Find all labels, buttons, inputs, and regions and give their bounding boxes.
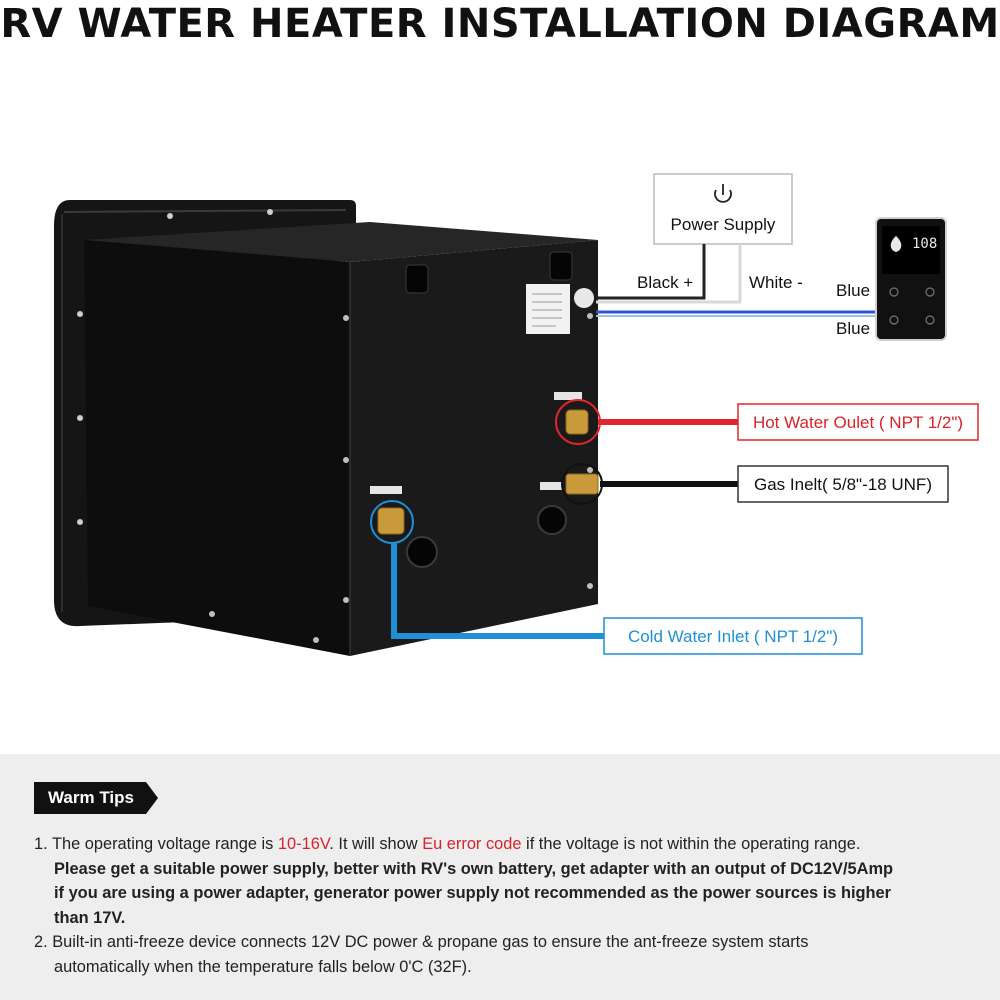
tip-1-line-3: if you are using a power adapter, genera… — [54, 884, 892, 902]
control-panel: 108 — [875, 217, 947, 341]
power-supply-label: Power Supply — [671, 215, 776, 234]
warm-tips-header: Warm Tips — [48, 788, 134, 807]
gas-fitting — [565, 473, 599, 495]
installation-diagram: Power Supply Black + White - Blue Blue 1… — [54, 173, 979, 656]
error-code: Eu error code — [422, 835, 522, 853]
heater-body — [84, 222, 598, 656]
hot-water-label: Hot Water Oulet ( NPT 1/2") — [753, 413, 963, 432]
gas-label: Gas Inelt( 5/8"-18 UNF) — [754, 475, 932, 494]
white-wire-label: White - — [749, 273, 803, 292]
white-wire — [596, 244, 742, 304]
tip-1-line-2: Please get a suitable power supply, bett… — [54, 859, 894, 878]
gas-inlet: Gas Inelt( 5/8"-18 UNF) — [561, 463, 949, 505]
temperature-readout: 108 — [912, 236, 937, 252]
voltage-range: 10-16V — [277, 835, 330, 853]
minus-button-icon[interactable] — [925, 315, 935, 325]
blue-wire-label-bottom: Blue — [836, 319, 870, 338]
cold-water-inlet: Cold Water Inlet ( NPT 1/2") — [370, 500, 863, 655]
black-wire — [596, 244, 706, 300]
warm-tips-panel — [0, 754, 1000, 1000]
hot-water-fitting — [565, 409, 589, 435]
hot-water-outlet: Hot Water Oulet ( NPT 1/2") — [555, 399, 979, 445]
power-icon — [714, 184, 732, 203]
black-wire-label: Black + — [637, 273, 693, 292]
page-title: RV WATER HEATER INSTALLATION DIAGRAM — [0, 1, 1000, 47]
power-wiring: Power Supply Black + White - Blue Blue — [596, 173, 878, 338]
mode-button-icon[interactable] — [889, 287, 899, 297]
tip-2-first-line: 2. Built-in anti-freeze device connects … — [34, 933, 809, 951]
tip-1-line-4: than 17V. — [54, 908, 126, 927]
blue-wire-label-top: Blue — [836, 281, 870, 300]
cold-water-label: Cold Water Inlet ( NPT 1/2") — [628, 627, 838, 646]
tip-2-line-2: automatically when the temperature falls… — [54, 957, 472, 976]
tip-1-first-line: 1. The operating voltage range is 10-16V… — [34, 835, 861, 853]
cold-water-fitting — [377, 507, 405, 535]
warm-tips-list: 1. The operating voltage range is 10-16V… — [34, 832, 984, 979]
flame-icon — [890, 236, 902, 252]
plus-button-icon[interactable] — [925, 287, 935, 297]
power-button-icon[interactable] — [889, 315, 899, 325]
warm-tips-badge — [34, 782, 158, 814]
